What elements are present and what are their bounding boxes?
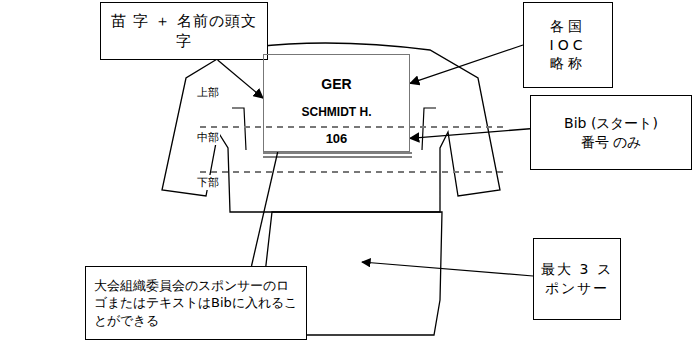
bib-panel: GER SCHMIDT H. 106 <box>263 54 410 152</box>
callout-leader <box>252 152 278 266</box>
callout-leader <box>218 60 263 98</box>
waistband-line <box>263 157 412 158</box>
zone-label: 中部 <box>196 130 220 145</box>
callout-text: 大会組織委員会のスポンサーのロゴまたはテキストはBibに入れることができる <box>94 277 298 330</box>
callout-leader <box>410 129 530 139</box>
sponsor-leader-arrow <box>362 262 533 276</box>
athlete-name: SCHMIDT H. <box>300 106 374 119</box>
callout-box: 各国 IOC 略称 <box>523 2 613 88</box>
callout-box: 最大 3 スポンサー <box>533 238 621 320</box>
zone-divider <box>200 126 508 128</box>
callout-text: 各国 IOC 略称 <box>544 17 592 74</box>
callout-leader <box>410 45 523 83</box>
callout-text: 最大 3 スポンサー <box>540 260 614 298</box>
callout-text: 苗 字 ＋ 名前の頭文字 <box>109 11 259 52</box>
bib-number: 106 <box>324 132 350 146</box>
callout-box: 苗 字 ＋ 名前の頭文字 <box>100 2 268 60</box>
sleeve-notch-right <box>422 108 436 150</box>
callout-box: Bib (スタート) 番号 のみ <box>530 95 692 170</box>
sleeve-notch-left <box>232 108 246 150</box>
zone-divider <box>200 171 508 173</box>
callout-text: Bib (スタート) 番号 のみ <box>559 114 663 152</box>
zone-label: 上部 <box>196 85 220 100</box>
callout-box: 大会組織委員会のスポンサーのロゴまたはテキストはBibに入れることができる <box>85 266 307 340</box>
zone-label: 下部 <box>196 175 220 190</box>
country-code: GER <box>319 77 353 92</box>
waistband-line <box>263 153 412 154</box>
